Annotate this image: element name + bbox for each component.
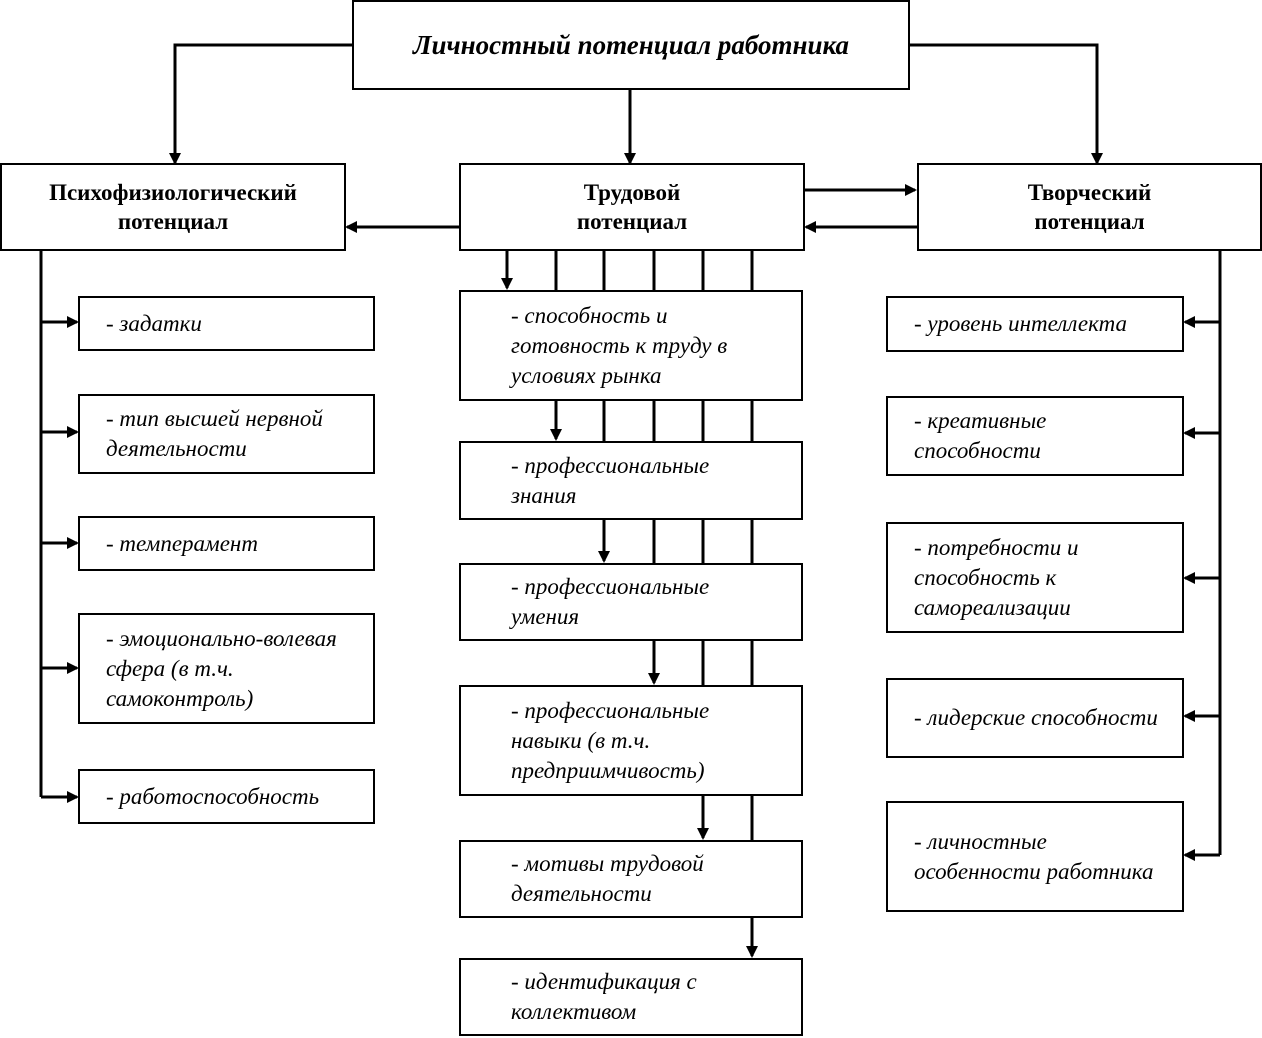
- creative-potential-title: Творческий потенциал: [1027, 180, 1152, 234]
- labor-item-text: - профессиональные умения: [511, 574, 710, 629]
- psycho-item-text: - задатки: [106, 310, 202, 336]
- psycho-item-text: - тип высшей нервной деятельности: [106, 406, 323, 461]
- psycho-potential-title: Психофизиологический потенциал: [49, 180, 297, 234]
- creative-item: - личностные особенности работника: [886, 801, 1184, 912]
- creative-item-text: - личностные особенности работника: [914, 828, 1154, 884]
- creative-item-text: - потребности и способность к самореализ…: [914, 534, 1079, 620]
- root-title: Личностный потенциал работника: [412, 29, 850, 60]
- creative-potential-box: Творческий потенциал: [917, 163, 1262, 251]
- labor-item: - профессиональные навыки (в т.ч. предпр…: [459, 685, 803, 796]
- psycho-potential-box: Психофизиологический потенциал: [0, 163, 346, 251]
- psycho-item-text: - эмоционально-волевая сфера (в т.ч. сам…: [106, 625, 337, 711]
- creative-item-text: - уровень интеллекта: [914, 311, 1127, 336]
- psycho-item: - задатки: [78, 296, 375, 351]
- creative-item: - лидерские способности: [886, 678, 1184, 758]
- psycho-item: - темперамент: [78, 516, 375, 571]
- labor-item-text: - мотивы трудовой деятельности: [511, 851, 704, 906]
- labor-item-text: - идентификация с коллективом: [511, 969, 697, 1024]
- creative-item-text: - лидерские способности: [914, 705, 1158, 730]
- creative-item: - уровень интеллекта: [886, 296, 1184, 352]
- labor-item: - профессиональные знания: [459, 441, 803, 520]
- psycho-item: - тип высшей нервной деятельности: [78, 394, 375, 474]
- labor-potential-title: Трудовой потенциал: [576, 180, 688, 234]
- labor-item-text: - способность и готовность к труду в усл…: [511, 302, 728, 388]
- root-box: Личностный потенциал работника: [352, 0, 910, 90]
- psycho-item-text: - работоспособность: [106, 783, 320, 809]
- labor-item-text: - профессиональные знания: [511, 452, 710, 508]
- creative-item: - креативные способности: [886, 396, 1184, 476]
- labor-potential-box: Трудовой потенциал: [459, 163, 805, 251]
- labor-item: - мотивы трудовой деятельности: [459, 840, 803, 918]
- labor-item: - идентификация с коллективом: [459, 958, 803, 1036]
- psycho-item: - работоспособность: [78, 769, 375, 824]
- labor-item: - способность и готовность к труду в усл…: [459, 290, 803, 401]
- psycho-item: - эмоционально-волевая сфера (в т.ч. сам…: [78, 613, 375, 724]
- creative-item: - потребности и способность к самореализ…: [886, 522, 1184, 633]
- labor-item-text: - профессиональные навыки (в т.ч. предпр…: [511, 697, 710, 783]
- psycho-item-text: - темперамент: [106, 530, 258, 556]
- arrow-root-to-creative: [910, 43, 1103, 165]
- labor-item: - профессиональные умения: [459, 563, 803, 641]
- creative-item-text: - креативные способности: [914, 408, 1047, 463]
- arrow-root-to-psycho: [169, 43, 352, 165]
